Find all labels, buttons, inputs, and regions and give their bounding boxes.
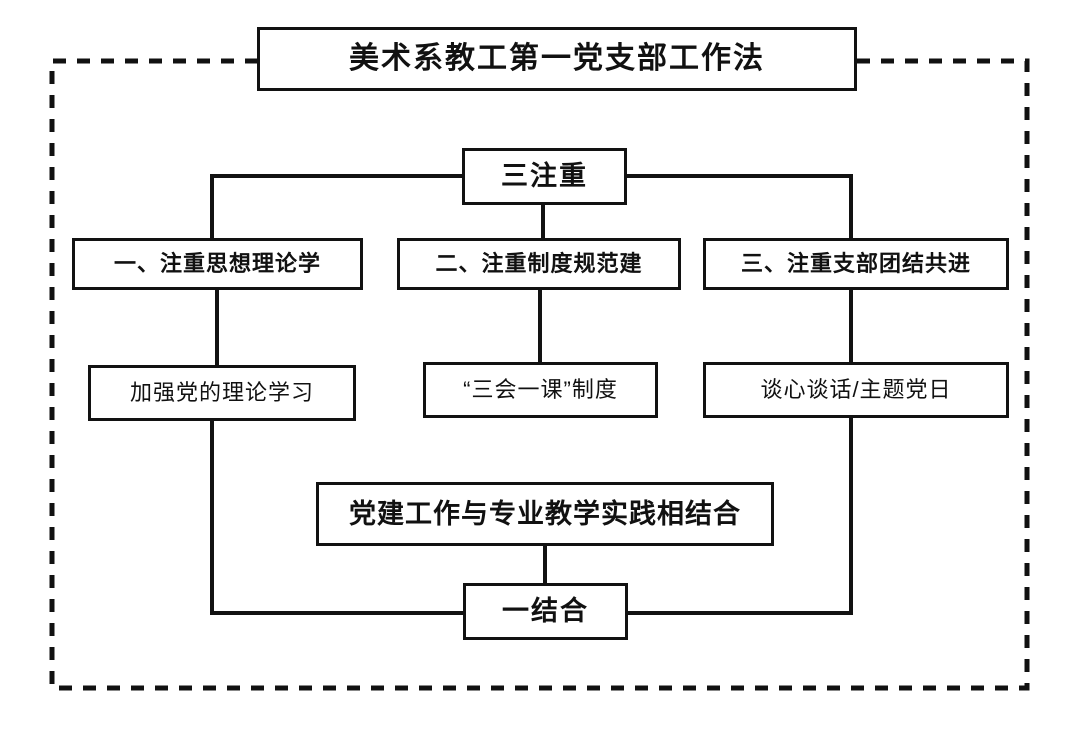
practice-node-1[interactable]: 加强党的理论学习 [88, 365, 356, 421]
wire-hub-to-pillar-1 [210, 174, 462, 238]
practice-node-2[interactable]: “三会一课”制度 [423, 362, 658, 418]
pillar-node-3-label: 三、注重支部团结共进 [740, 251, 971, 277]
practice-node-1-label: 加强党的理论学习 [129, 380, 314, 406]
combine-statement-node[interactable]: 党建工作与专业教学实践相结合 [316, 482, 774, 546]
hub-node-three-emphases[interactable]: 三注重 [462, 148, 627, 205]
practice-node-3[interactable]: 谈心谈话/主题党日 [703, 362, 1009, 418]
hub-node-label: 三注重 [501, 161, 588, 192]
wire-practice-1-to-footer [210, 421, 463, 615]
pillar-node-2-label: 二、注重制度规范建 [435, 251, 643, 277]
footer-node-label: 一结合 [502, 596, 589, 627]
practice-node-2-label: “三会一课”制度 [463, 377, 618, 403]
pillar-node-1-label: 一、注重思想理论学 [113, 251, 321, 277]
dashed-frame [49, 58, 1030, 691]
combine-statement-label: 党建工作与专业教学实践相结合 [349, 498, 741, 529]
pillar-node-2[interactable]: 二、注重制度规范建 [397, 238, 681, 290]
diagram-title-label: 美术系教工第一党支部工作法 [349, 42, 765, 76]
diagram-title-box: 美术系教工第一党支部工作法 [257, 27, 857, 91]
practice-node-3-label: 谈心谈话/主题党日 [760, 377, 952, 403]
wire-practice-3-to-footer [628, 418, 853, 615]
pillar-node-1[interactable]: 一、注重思想理论学 [72, 238, 363, 290]
pillar-node-3[interactable]: 三、注重支部团结共进 [703, 238, 1009, 290]
footer-node-one-combination[interactable]: 一结合 [463, 583, 628, 640]
wire-hub-to-pillar-3 [627, 174, 853, 238]
